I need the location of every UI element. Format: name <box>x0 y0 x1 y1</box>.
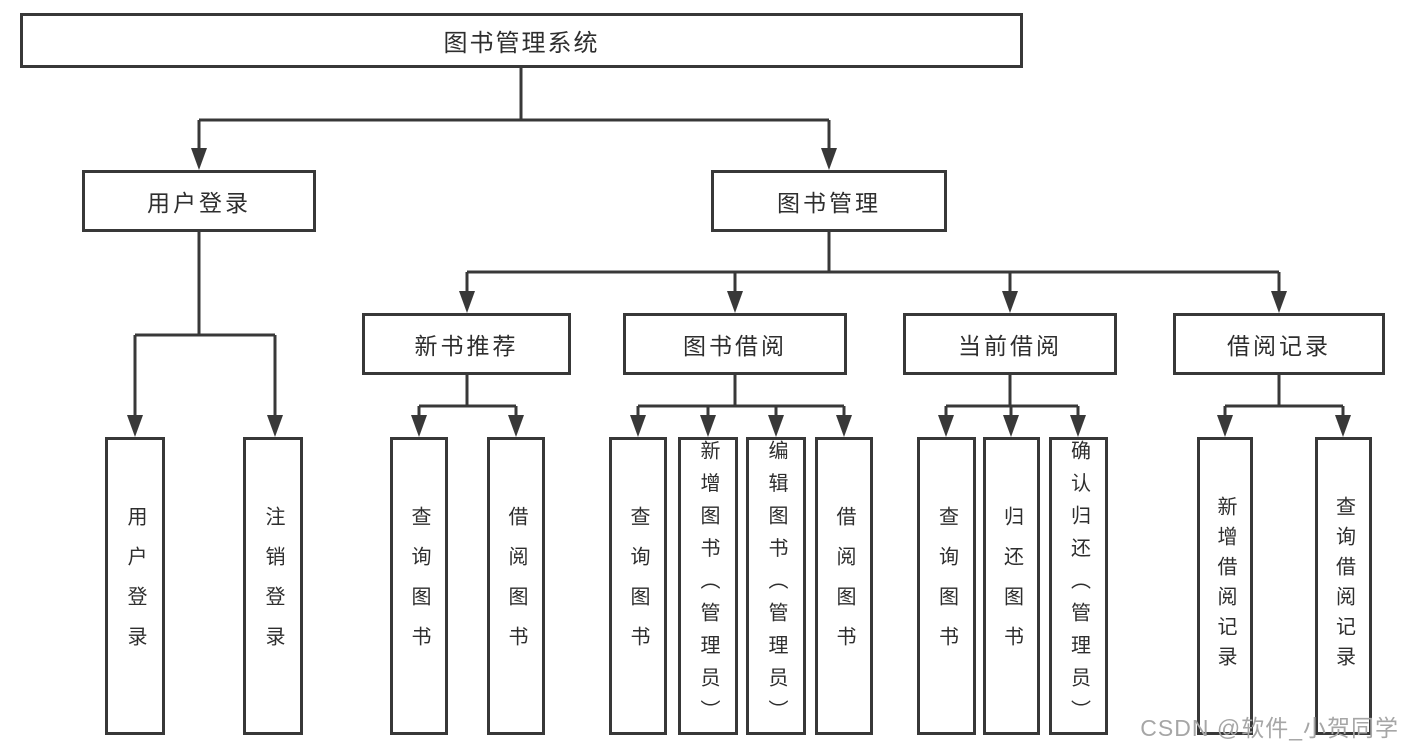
node-label: 查询图书 <box>408 506 430 666</box>
node-label: 图书借阅 <box>683 333 787 359</box>
node-label: 查询图书 <box>935 506 958 666</box>
leaf-return-books: 归还图书 <box>983 437 1040 735</box>
node-label: 新增借阅记录 <box>1214 496 1236 676</box>
leaf-query-books-borrowing: 查询图书 <box>609 437 667 735</box>
node-borrowing-records: 借阅记录 <box>1173 313 1385 375</box>
node-label: 当前借阅 <box>958 333 1062 359</box>
node-label: 新增图书（管理员） <box>697 440 719 732</box>
node-label: 注销登录 <box>262 506 284 666</box>
node-label: 确认归还（管理员） <box>1067 440 1090 732</box>
node-label: 查询图书 <box>627 506 649 666</box>
leaf-add-borrow-record: 新增借阅记录 <box>1197 437 1253 735</box>
leaf-add-book-admin: 新增图书（管理员） <box>678 437 738 735</box>
node-book-management: 图书管理 <box>711 170 947 232</box>
csdn-watermark: CSDN @软件_小贺同学 <box>1140 715 1399 741</box>
node-label: 用户登录 <box>147 190 251 216</box>
node-label: 借阅图书 <box>833 506 855 666</box>
node-label: 图书管理 <box>777 190 881 216</box>
leaf-borrow-books-borrowing: 借阅图书 <box>815 437 873 735</box>
leaf-user-login: 用户登录 <box>105 437 165 735</box>
leaf-query-borrow-record: 查询借阅记录 <box>1315 437 1372 735</box>
node-label: 用户登录 <box>124 506 146 666</box>
node-label: 新书推荐 <box>414 333 519 359</box>
node-current-borrowing: 当前借阅 <box>903 313 1117 375</box>
node-label: 查询借阅记录 <box>1332 496 1355 676</box>
leaf-query-books-current: 查询图书 <box>917 437 976 735</box>
node-label: 借阅图书 <box>505 506 527 666</box>
node-label: 图书管理系统 <box>443 30 600 57</box>
node-label: 编辑图书（管理员） <box>765 440 787 732</box>
node-label: 归还图书 <box>1000 506 1023 666</box>
node-book-borrowing: 图书借阅 <box>623 313 847 375</box>
leaf-edit-book-admin: 编辑图书（管理员） <box>746 437 806 735</box>
node-new-book-recommendation: 新书推荐 <box>362 313 571 375</box>
leaf-logout: 注销登录 <box>243 437 303 735</box>
node-label: 借阅记录 <box>1227 333 1331 359</box>
leaf-query-books-recommend: 查询图书 <box>390 437 448 735</box>
leaf-borrow-books-recommend: 借阅图书 <box>487 437 545 735</box>
node-user-login: 用户登录 <box>82 170 316 232</box>
leaf-confirm-return-admin: 确认归还（管理员） <box>1049 437 1108 735</box>
node-library-management-system: 图书管理系统 <box>20 13 1023 68</box>
